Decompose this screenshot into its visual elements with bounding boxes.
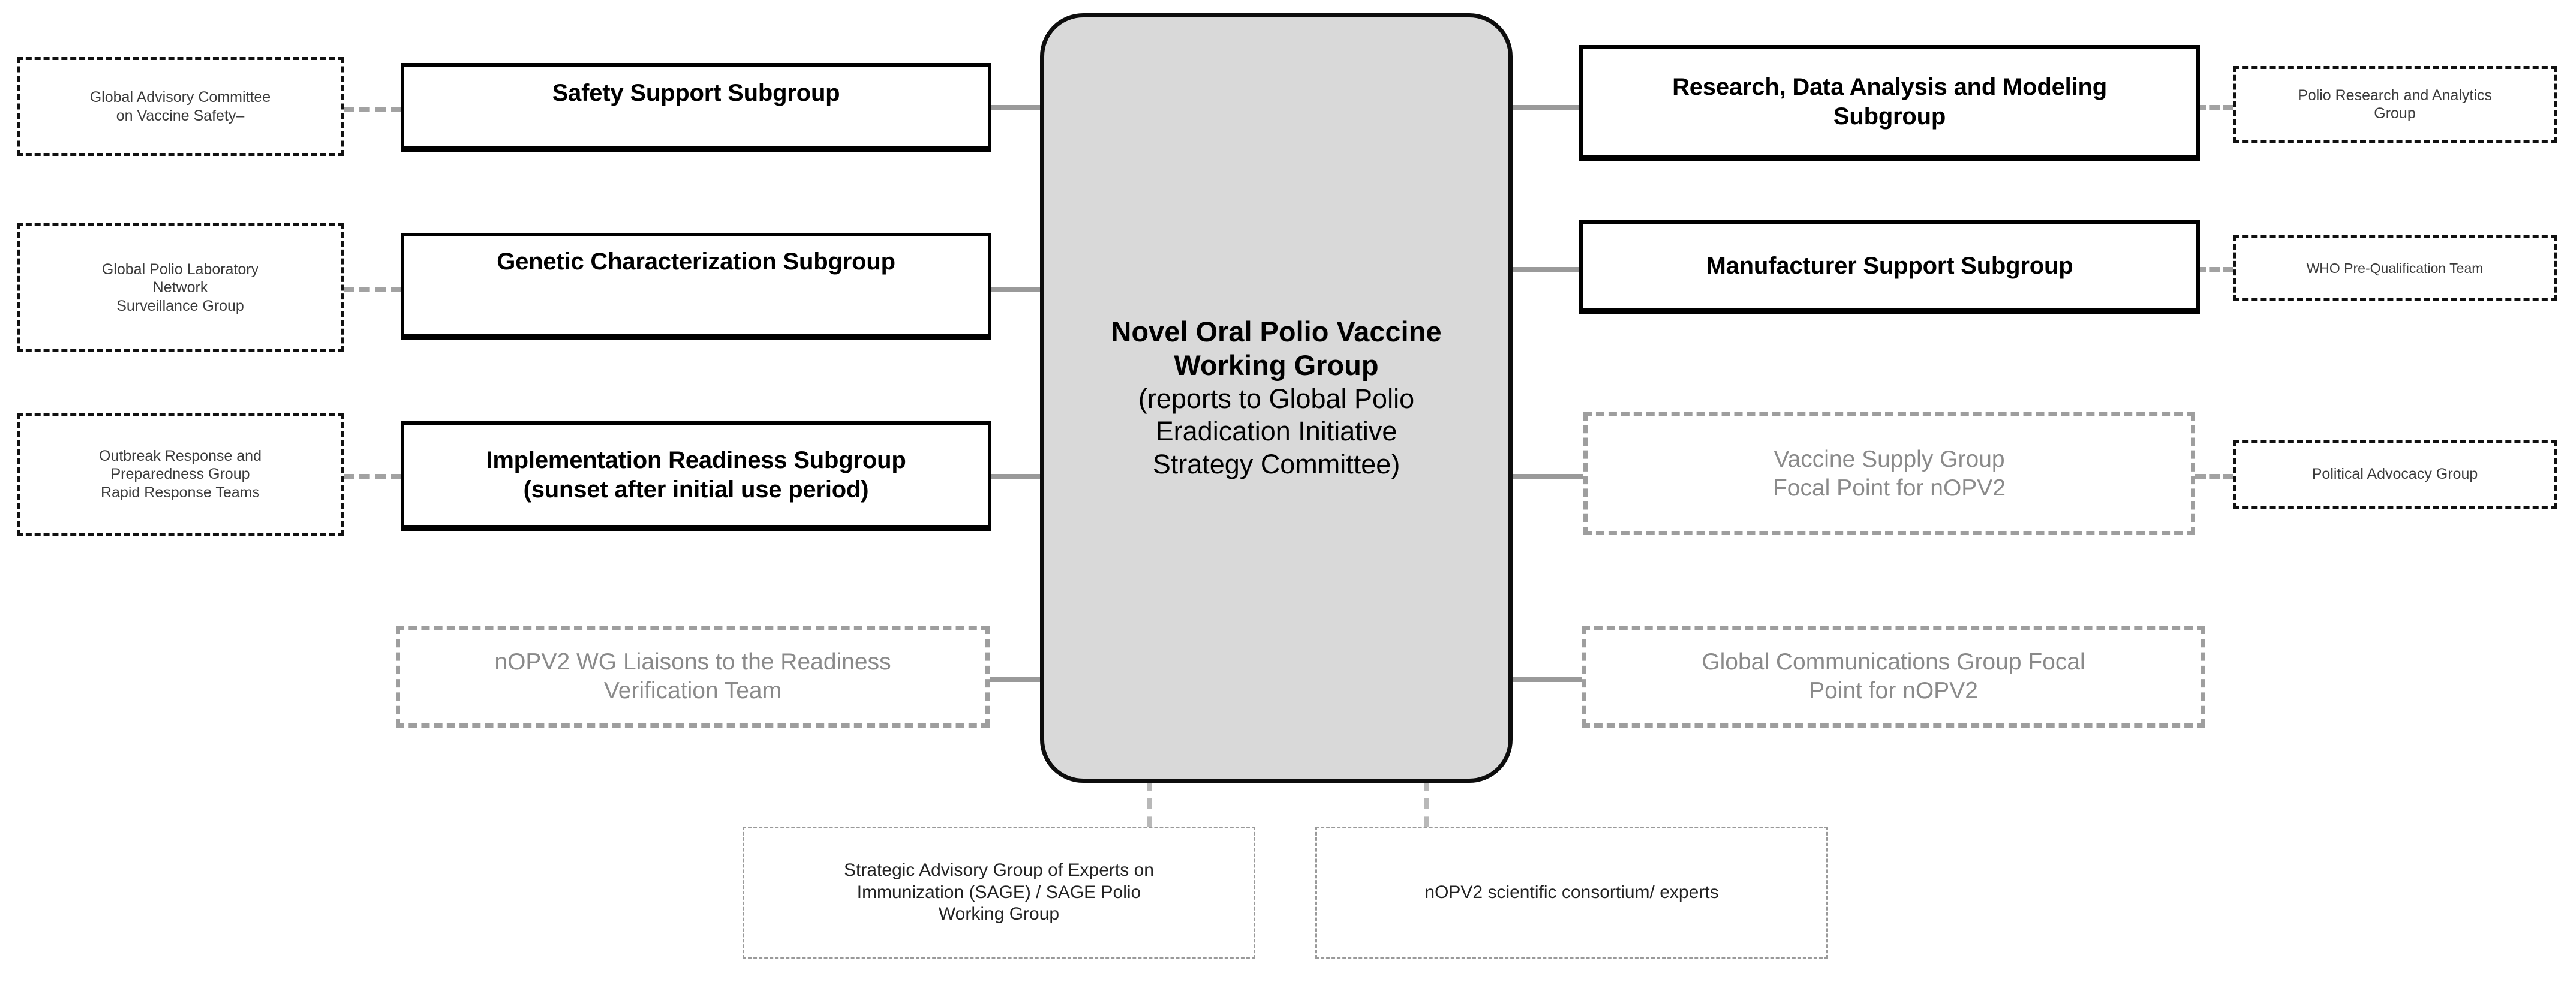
subgroup-box-implementation-readiness[interactable]: Implementation Readiness Subgroup (sunse… — [401, 421, 991, 529]
connector-genetic-to-hub — [990, 287, 1065, 292]
partner-gacvs-line2: on Vaccine Safety– — [116, 107, 245, 124]
partner-gpln-line2: Network — [152, 279, 208, 296]
connector-hub-to-vaccine-supply — [1511, 474, 1583, 479]
connector-hub-to-global-comms — [1511, 677, 1583, 682]
connector-hub-to-manufacturer — [1511, 267, 1583, 272]
hub-subtitle: (reports to Global Polio Eradication Ini… — [1138, 383, 1414, 482]
partner-gacvs-line1: Global Advisory Committee — [89, 89, 271, 106]
hub-sub-line2: Eradication Initiative — [1155, 416, 1397, 447]
subgroup-safety-support-label: Safety Support Subgroup — [552, 80, 840, 106]
gray-block-global-communications-group[interactable]: Global Communications Group Focal Point … — [1582, 626, 2205, 728]
gray-liaisons-line1: nOPV2 WG Liaisons to the Readiness — [494, 649, 891, 675]
partner-orpg-line3: Rapid Response Teams — [101, 484, 260, 501]
bottom-sage-line3: Working Group — [938, 904, 1060, 924]
gray-vaccine-supply-line2: Focal Point for nOPV2 — [1772, 475, 2006, 501]
subgroup-research-data-modeling-line2: Subgroup — [1833, 103, 1946, 130]
gray-block-nopv2-wg-liaisons[interactable]: nOPV2 WG Liaisons to the Readiness Verif… — [396, 626, 990, 728]
subgroup-genetic-characterization-label: Genetic Characterization Subgroup — [497, 248, 895, 275]
partner-polio-analytics-line2: Group — [2374, 105, 2416, 122]
connector-gacvs-to-safety — [343, 107, 402, 112]
subgroup-implementation-readiness-line2: (sunset after initial use period) — [523, 476, 869, 503]
subgroup-implementation-readiness-line1: Implementation Readiness Subgroup — [486, 447, 906, 474]
gray-liaisons-line2: Verification Team — [603, 678, 782, 704]
subgroup-research-data-modeling-line1: Research, Data Analysis and Modeling — [1672, 74, 2107, 101]
partner-orpg-line1: Outbreak Response and — [98, 447, 261, 464]
bottom-block-nopv2-consortium[interactable]: nOPV2 scientific consortium/ experts — [1315, 827, 1828, 959]
partner-box-outbreak-response[interactable]: Outbreak Response and Preparedness Group… — [17, 413, 344, 536]
partner-gpln-line3: Surveillance Group — [116, 297, 244, 314]
subgroup-box-research-data-modeling[interactable]: Research, Data Analysis and Modeling Sub… — [1579, 45, 2200, 159]
bottom-block-sage[interactable]: Strategic Advisory Group of Experts on I… — [743, 827, 1255, 959]
gray-vaccine-supply-line1: Vaccine Supply Group — [1774, 446, 2005, 472]
subgroup-box-genetic-characterization[interactable]: Genetic Characterization Subgroup — [401, 233, 991, 338]
partner-who-prequal-label: WHO Pre-Qualification Team — [2306, 260, 2484, 276]
hub-title-line1: Novel Oral Polio Vaccine — [1111, 315, 1442, 347]
connector-orpg-to-implementation — [343, 474, 402, 479]
gray-global-comms-line1: Global Communications Group Focal — [1702, 649, 2085, 675]
subgroup-box-manufacturer-support[interactable]: Manufacturer Support Subgroup — [1579, 220, 2200, 311]
hub-sub-line1: (reports to Global Polio — [1138, 383, 1415, 414]
partner-box-polio-research-analytics[interactable]: Polio Research and Analytics Group — [2233, 66, 2557, 143]
connector-research-to-polio-analytics — [2195, 105, 2248, 110]
connector-liaisons-to-hub — [990, 677, 1065, 682]
partner-box-gacvs[interactable]: Global Advisory Committee on Vaccine Saf… — [17, 57, 344, 156]
hub-title-line2: Working Group — [1174, 349, 1379, 382]
connector-manufacturer-to-who-prequal — [2195, 267, 2248, 272]
gray-block-vaccine-supply-group[interactable]: Vaccine Supply Group Focal Point for nOP… — [1583, 412, 2195, 535]
hub-sub-line3: Strategy Committee) — [1152, 449, 1400, 480]
central-hub-novel-oral-polio-vaccine-working-group[interactable]: Novel Oral Polio Vaccine Working Group (… — [1040, 13, 1513, 783]
gray-global-comms-line2: Point for nOPV2 — [1809, 678, 1978, 704]
connector-gpln-to-genetic — [343, 287, 402, 292]
partner-box-who-prequalification-team[interactable]: WHO Pre-Qualification Team — [2233, 235, 2557, 301]
subgroup-manufacturer-support-label: Manufacturer Support Subgroup — [1706, 252, 2073, 279]
connector-hub-to-consortium — [1424, 780, 1429, 846]
subgroup-box-safety-support[interactable]: Safety Support Subgroup — [401, 63, 991, 150]
partner-political-advocacy-label: Political Advocacy Group — [2312, 466, 2478, 483]
connector-hub-to-research — [1511, 105, 1583, 110]
connector-hub-to-sage — [1147, 780, 1152, 846]
connector-vaccine-supply-to-advocacy — [2195, 474, 2248, 479]
hub-title: Novel Oral Polio Vaccine Working Group — [1111, 315, 1441, 383]
connector-safety-to-hub — [990, 105, 1065, 110]
connector-implementation-to-hub — [990, 474, 1065, 479]
bottom-sage-line2: Immunization (SAGE) / SAGE Polio — [856, 882, 1141, 902]
bottom-sage-line1: Strategic Advisory Group of Experts on — [844, 860, 1154, 881]
partner-box-gpln[interactable]: Global Polio Laboratory Network Surveill… — [17, 223, 344, 352]
partner-box-political-advocacy-group[interactable]: Political Advocacy Group — [2233, 440, 2557, 509]
bottom-consortium-label: nOPV2 scientific consortium/ experts — [1424, 882, 1719, 902]
partner-orpg-line2: Preparedness Group — [110, 466, 250, 483]
partner-polio-analytics-line1: Polio Research and Analytics — [2298, 86, 2492, 104]
partner-gpln-line1: Global Polio Laboratory — [101, 260, 259, 278]
